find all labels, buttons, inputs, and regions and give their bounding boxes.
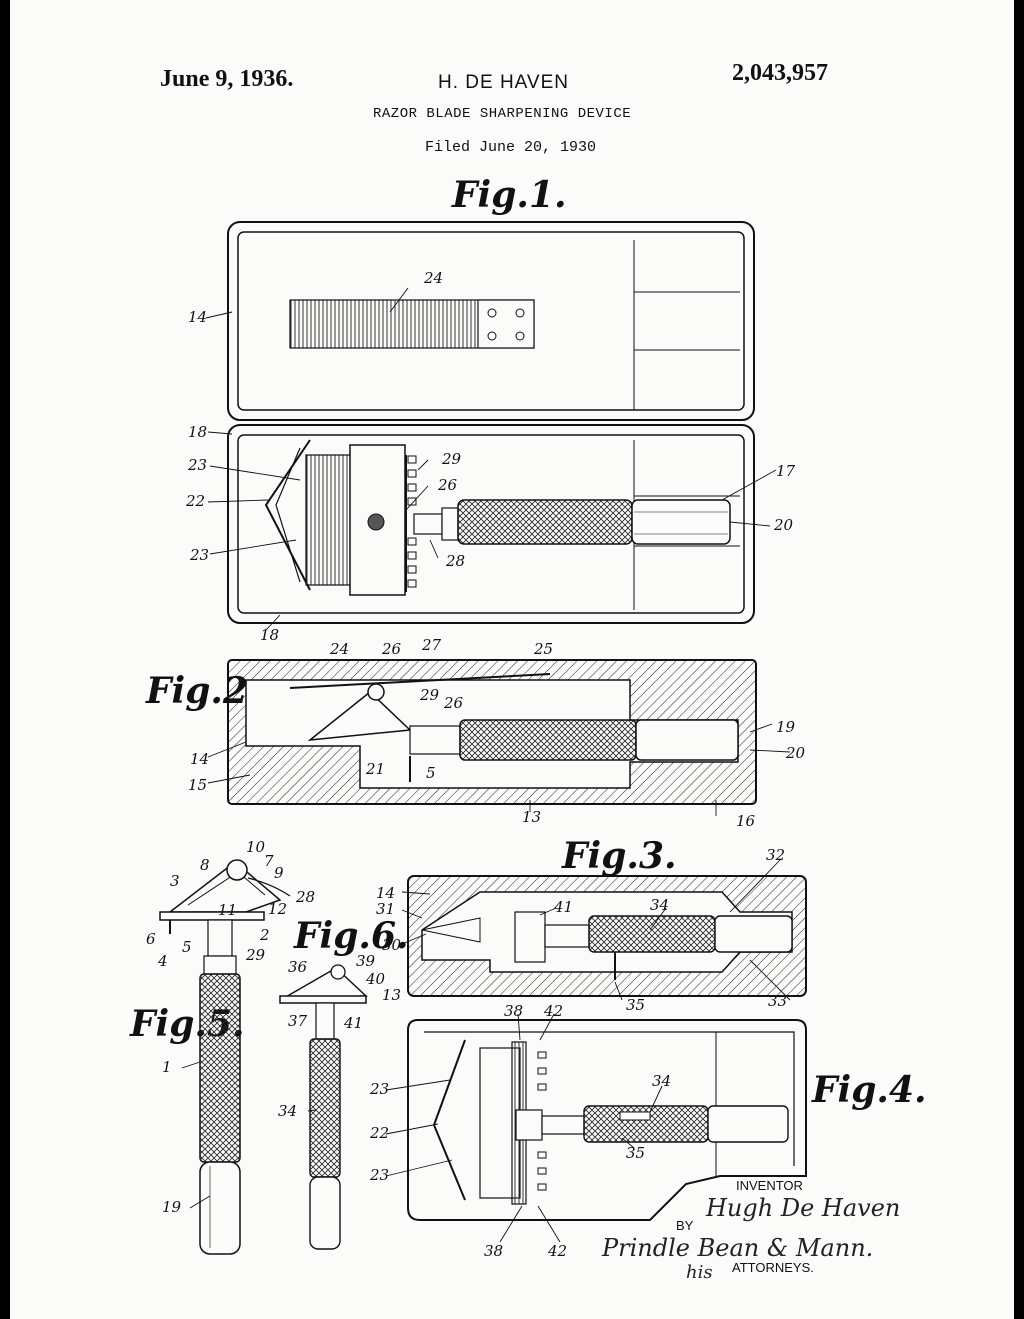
label-5: 5 [426, 764, 436, 782]
label-19: 19 [162, 1198, 182, 1216]
label-41: 41 [553, 898, 573, 916]
label-18: 18 [260, 626, 279, 644]
label-33: 33 [768, 992, 787, 1010]
label-14: 14 [188, 308, 207, 326]
label-29: 29 [419, 686, 440, 704]
label-25: 25 [533, 640, 553, 658]
attorneys-caption: ATTORNEYS. [732, 1260, 814, 1275]
label-16: 16 [736, 812, 756, 830]
label-39: 39 [356, 952, 376, 970]
label-12: 12 [268, 900, 287, 918]
patent-drawing: Fig.1. [129, 174, 927, 1283]
label-34: 34 [650, 896, 669, 914]
label-1: 1 [162, 1058, 172, 1076]
label-15: 15 [188, 776, 207, 794]
fig6-label: Fig.6. [293, 915, 409, 957]
label-38: 38 [484, 1242, 503, 1260]
fig6-razor [279, 964, 368, 1250]
leader-lines [181, 287, 791, 1243]
patent-number: 2,043,957 [732, 60, 828, 86]
label-24: 24 [423, 269, 443, 287]
label-28: 28 [445, 552, 465, 570]
label-24: 24 [329, 640, 349, 658]
label-32: 32 [766, 846, 785, 864]
fig1-label: Fig.1. [451, 174, 567, 216]
inventor-name: H. DE HAVEN [438, 72, 570, 93]
label-34: 34 [652, 1072, 671, 1090]
label-6: 6 [146, 930, 156, 948]
label-14: 14 [376, 884, 395, 902]
label-28: 28 [295, 888, 315, 906]
filed-date: Filed June 20, 1930 [425, 139, 597, 156]
label-20: 20 [773, 516, 794, 534]
fig2-case-section [227, 659, 757, 805]
label-41: 41 [343, 1014, 363, 1032]
his-signature: his [686, 1262, 713, 1283]
inventor-caption: INVENTOR [736, 1178, 803, 1193]
label-2: 2 [259, 926, 270, 944]
patent-sheet: June 9, 1936. H. DE HAVEN 2,043,957 RAZO… [10, 0, 1014, 1319]
label-3: 3 [170, 872, 180, 890]
label-34: 34 [278, 1102, 297, 1120]
fig5-razor [159, 859, 291, 1255]
label-19: 19 [776, 718, 796, 736]
label-23: 23 [369, 1080, 389, 1098]
label-30: 30 [382, 936, 402, 954]
label-22: 22 [369, 1124, 389, 1142]
fig4-label: Fig.4. [811, 1069, 927, 1111]
label-10: 10 [246, 838, 266, 856]
by-caption: BY [676, 1218, 694, 1233]
label-9: 9 [274, 864, 284, 882]
fig1-strop [289, 299, 535, 349]
label-8: 8 [200, 856, 210, 874]
label-13: 13 [522, 808, 541, 826]
label-29: 29 [245, 946, 266, 964]
label-20: 20 [785, 744, 806, 762]
label-36: 36 [288, 958, 308, 976]
label-40: 40 [365, 970, 386, 988]
label-22: 22 [185, 492, 205, 510]
attorneys-signature: Prindle Bean & Mann. [601, 1234, 873, 1262]
fig1-case-lid [227, 221, 755, 421]
label-26: 26 [443, 694, 464, 712]
fig3-case-section [407, 875, 807, 997]
patent-date: June 9, 1936. [160, 66, 294, 92]
fig3-label: Fig.3. [561, 835, 677, 877]
label-13: 13 [382, 986, 401, 1004]
label-7: 7 [264, 852, 274, 870]
label-26: 26 [437, 476, 458, 494]
label-37: 37 [288, 1012, 308, 1030]
patent-title: RAZOR BLADE SHARPENING DEVICE [373, 106, 632, 122]
label-31: 31 [376, 900, 395, 918]
fig1-razor [264, 439, 731, 596]
label-38: 38 [504, 1002, 523, 1020]
label-29: 29 [441, 450, 462, 468]
inventor-signature: Hugh De Haven [705, 1194, 900, 1222]
label-23: 23 [187, 456, 207, 474]
label-4: 4 [157, 952, 168, 970]
label-5: 5 [182, 938, 192, 956]
label-35: 35 [626, 996, 645, 1014]
label-42: 42 [547, 1242, 567, 1260]
label-18: 18 [188, 423, 207, 441]
fig4-case [407, 1019, 807, 1221]
label-14: 14 [190, 750, 209, 768]
label-23: 23 [369, 1166, 389, 1184]
label-23: 23 [189, 546, 209, 564]
label-42: 42 [543, 1002, 563, 1020]
label-26: 26 [381, 640, 402, 658]
label-17: 17 [776, 462, 796, 480]
reference-numerals: 14 24 18 23 22 23 29 26 28 17 20 18 24 2… [146, 269, 806, 1260]
signature-block: INVENTOR Hugh De Haven BY Prindle Bean &… [601, 1178, 900, 1283]
label-21: 21 [365, 760, 385, 778]
label-35: 35 [626, 1144, 645, 1162]
label-27: 27 [421, 636, 442, 654]
label-11: 11 [218, 901, 237, 919]
